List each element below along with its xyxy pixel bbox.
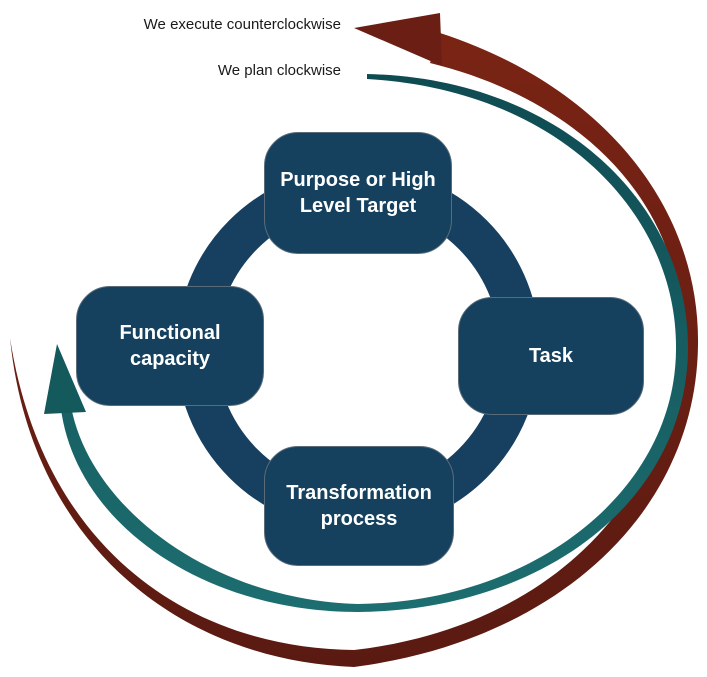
node-purpose-label: Purpose or High Level Target bbox=[280, 169, 436, 217]
node-transformation: Transformation process bbox=[264, 446, 454, 566]
node-purpose: Purpose or High Level Target bbox=[264, 132, 452, 254]
node-task-label: Task bbox=[528, 345, 574, 367]
node-functional-capacity-label: Functional capacity bbox=[119, 322, 221, 370]
node-transformation-label: Transformation process bbox=[286, 482, 432, 530]
plan-caption: We plan clockwise bbox=[217, 62, 341, 79]
plan-arrowhead bbox=[44, 344, 86, 414]
node-task: Task bbox=[458, 297, 644, 415]
execute-caption: We execute counterclockwise bbox=[143, 16, 341, 33]
execute-arrowhead bbox=[354, 13, 442, 66]
node-functional-capacity: Functional capacity bbox=[76, 286, 264, 406]
